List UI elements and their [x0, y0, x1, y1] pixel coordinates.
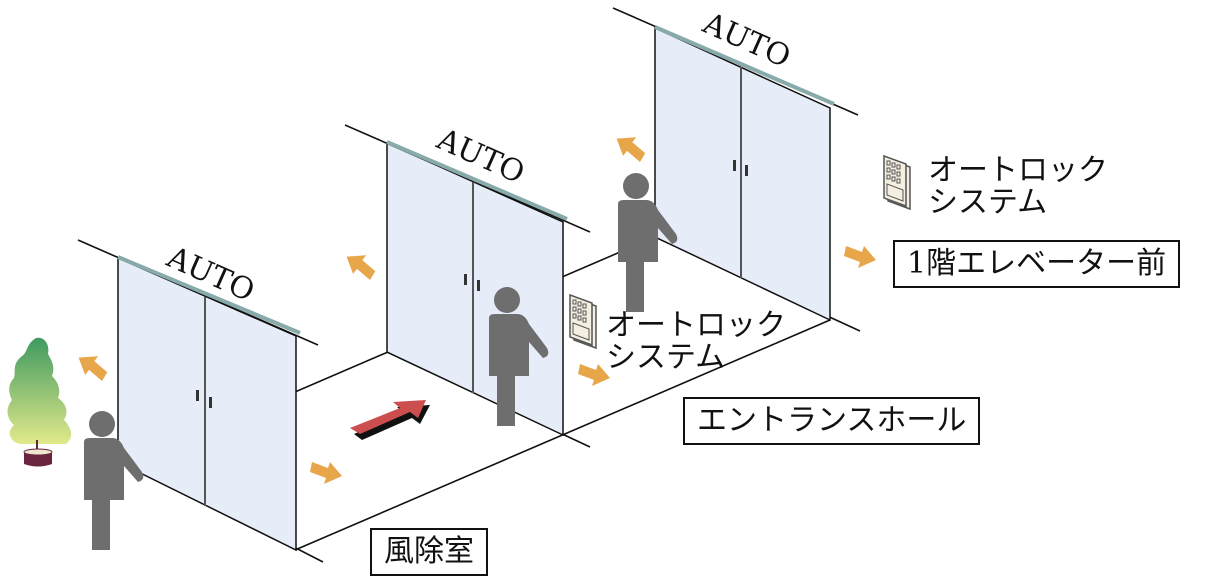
arrow-icon	[341, 249, 380, 281]
autolock-label-1: オートロック システム	[606, 310, 786, 374]
autolock-line2: システム	[606, 340, 726, 375]
auto-door-1	[77, 239, 319, 552]
windbreak-room-label: 風除室	[370, 528, 488, 576]
arrow-icon	[73, 350, 112, 382]
autolock-line1: オートロック	[928, 153, 1108, 188]
autolock-label-2: オートロック システム	[928, 155, 1108, 219]
keypad-icon	[569, 294, 597, 349]
auto-door-3	[612, 7, 859, 322]
plant-icon	[7, 337, 72, 467]
elevator-hall-label: 1階エレベーター前	[893, 240, 1181, 288]
autolock-line2: システム	[928, 185, 1048, 220]
arrow-icon	[611, 131, 650, 163]
entrance-hall-label: エントランスホール	[683, 397, 981, 445]
arrow-icon	[844, 246, 876, 268]
arrow-icon	[310, 462, 342, 484]
autolock-line1: オートロック	[606, 308, 786, 343]
auto-door-2	[344, 124, 591, 437]
direction-arrow-icon	[350, 400, 430, 440]
keypad-icon	[883, 155, 911, 210]
